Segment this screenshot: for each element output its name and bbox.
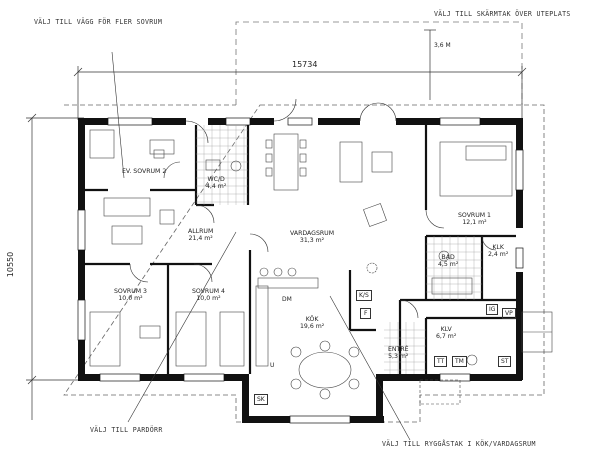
room-entre: ENTRÉ 5,3 m² [388, 346, 409, 360]
note-backrest-option: VÄLJ TILL RYGGÅSTAK I KÖK/VARDAGSRUM [382, 440, 536, 448]
appliance-tm: TM [452, 356, 467, 367]
appliance-dm: DM [282, 296, 292, 303]
canopy-outline [235, 21, 523, 105]
porch [419, 311, 553, 405]
room-bad: BAD 4,5 m² [438, 254, 458, 268]
room-klk: KLK 2,4 m² [488, 244, 508, 258]
room-kok-name: KÖK [305, 316, 319, 323]
appliance-tt: TT [434, 356, 448, 367]
room-wc: WC/D 4,4 m² [206, 176, 226, 190]
note-wall-option: VÄLJ TILL VÄGG FÖR FLER SOVRUM [34, 18, 163, 26]
room-sovrum1: SOVRUM 1 12,1 m² [458, 212, 491, 226]
room-allrum-name: ALLRUM [188, 228, 214, 235]
door-swings [129, 98, 497, 319]
note-door-option: VÄLJ TILL PARDÖRR [90, 426, 163, 434]
room-sovrum4: SOVRUM 4 10,0 m² [192, 288, 225, 302]
room-sovrum1-name: SOVRUM 1 [458, 212, 491, 219]
appliance-ig: IG [486, 304, 499, 315]
room-klv: KLV 6,7 m² [436, 326, 456, 340]
appliance-f: F [360, 308, 372, 319]
appliance-vp: VP [502, 308, 516, 319]
windows [77, 117, 524, 424]
room-bad-name: BAD [441, 254, 455, 261]
room-klk-area: 2,4 m² [488, 251, 509, 258]
room-klk-name: KLK [492, 244, 504, 251]
room-vardagsrum: VARDAGSRUM 31,3 m² [290, 230, 334, 244]
room-kok-area: 19,6 m² [300, 323, 325, 330]
room-sovrum4-name: SOVRUM 4 [192, 288, 225, 295]
dimension-lines [26, 29, 527, 420]
room-vardagsrum-name: VARDAGSRUM [290, 230, 335, 237]
room-vardagsrum-area: 31,3 m² [299, 237, 325, 244]
appliance-u: U [270, 362, 275, 369]
room-entre-area: 5,3 m² [388, 353, 409, 360]
room-allrum-area: 21,4 m² [188, 235, 213, 242]
room-sovrum3: SOVRUM 3 10,0 m² [114, 288, 147, 302]
interior-walls [85, 125, 516, 374]
furniture [89, 129, 513, 400]
appliance-st: ST [498, 356, 512, 367]
dimension-height: 10550 [6, 251, 16, 278]
roof-outline [63, 104, 545, 423]
room-wc-area: 4,4 m² [206, 183, 227, 190]
appliance-sk: SK [254, 394, 268, 405]
room-bad-area: 4,5 m² [438, 261, 459, 268]
room-sovrum3-area: 10,0 m² [118, 295, 143, 302]
room-klv-area: 6,7 m² [436, 333, 457, 340]
room-klv-name: KLV [440, 326, 452, 333]
appliance-ks: K/S [356, 290, 372, 301]
tile-grids [196, 125, 482, 374]
room-sovrum1-area: 12,1 m² [462, 219, 487, 226]
room-wc-name: WC/D [207, 176, 225, 183]
room-sovrum2: EV. SOVRUM 2 [122, 168, 166, 175]
room-sovrum2-name: EV. SOVRUM 2 [122, 168, 167, 175]
dimension-width: 15734 [292, 60, 318, 69]
room-allrum: ALLRUM 21,4 m² [188, 228, 213, 242]
room-sovrum3-name: SOVRUM 3 [114, 288, 147, 295]
dimension-porch: 3,6 M [434, 42, 451, 49]
room-entre-name: ENTRÉ [388, 346, 409, 353]
room-sovrum4-area: 10,0 m² [196, 295, 221, 302]
room-kok: KÖK 19,6 m² [300, 316, 324, 330]
note-canopy-option: VÄLJ TILL SKÄRMTAK ÖVER UTEPLATS [434, 10, 571, 18]
leader-lines [111, 51, 411, 441]
